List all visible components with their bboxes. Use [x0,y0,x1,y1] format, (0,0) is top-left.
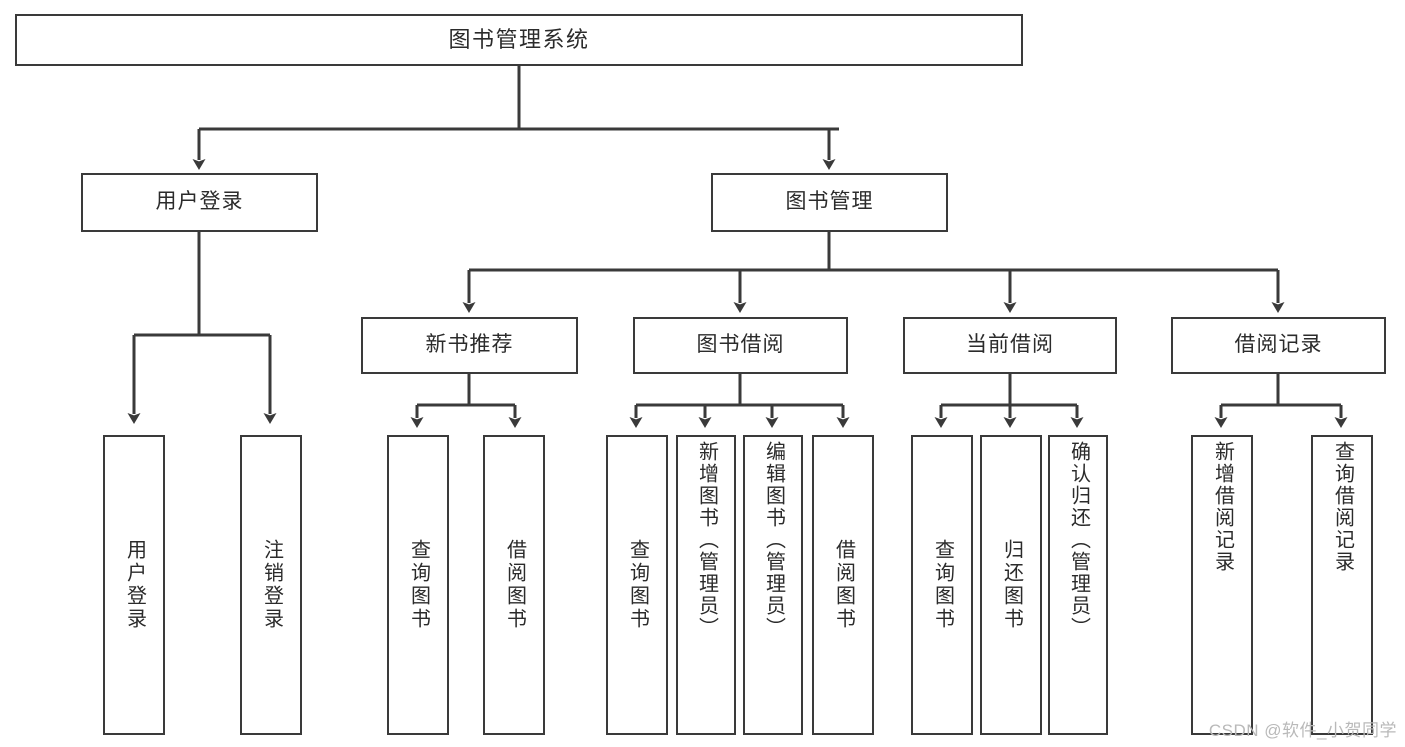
leaf-user-login-login[interactable]: 用户登录 [103,435,165,735]
node-label: 图书管理 [785,190,874,214]
node-label: 用户登录 [123,539,146,631]
leaf-current-borrow-query[interactable]: 查询图书 [911,435,973,735]
node-label: 图书管理系统 [448,27,590,53]
node-user-login[interactable]: 用户登录 [81,173,318,232]
leaf-new-books-borrow[interactable]: 借阅图书 [483,435,545,735]
node-new-book-recommend[interactable]: 新书推荐 [361,317,578,374]
leaf-book-borrow-query[interactable]: 查询图书 [606,435,668,735]
node-root-system[interactable]: 图书管理系统 [15,14,1023,66]
node-label: 查询图书 [626,539,649,631]
node-label: 查询借阅记录 [1331,441,1354,573]
node-borrow-records[interactable]: 借阅记录 [1171,317,1386,374]
node-label: 确认归还（管理员） [1067,441,1090,639]
leaf-book-borrow-edit[interactable]: 编辑图书（管理员） [743,435,803,735]
leaf-book-borrow-borrow[interactable]: 借阅图书 [812,435,874,735]
leaf-borrow-records-query[interactable]: 查询借阅记录 [1311,435,1373,735]
leaf-borrow-records-add[interactable]: 新增借阅记录 [1191,435,1253,735]
leaf-book-borrow-add[interactable]: 新增图书（管理员） [676,435,736,735]
node-label: 新增借阅记录 [1211,441,1234,573]
node-label: 借阅图书 [503,539,526,631]
node-label: 注销登录 [260,539,283,631]
node-label: 图书借阅 [696,333,785,357]
node-label: 查询图书 [931,539,954,631]
node-label: 查询图书 [407,539,430,631]
node-label: 当前借阅 [966,333,1054,357]
node-label: 新增图书（管理员） [695,441,718,639]
node-label: 借阅记录 [1234,333,1323,357]
leaf-user-login-logout[interactable]: 注销登录 [240,435,302,735]
leaf-new-books-query[interactable]: 查询图书 [387,435,449,735]
node-label: 归还图书 [1000,539,1023,631]
node-label: 新书推荐 [425,333,514,357]
node-book-borrow[interactable]: 图书借阅 [633,317,848,374]
node-label: 编辑图书（管理员） [762,441,785,639]
leaf-current-borrow-confirm-return[interactable]: 确认归还（管理员） [1048,435,1108,735]
leaf-current-borrow-return[interactable]: 归还图书 [980,435,1042,735]
node-label: 用户登录 [155,190,244,214]
node-current-borrow[interactable]: 当前借阅 [903,317,1117,374]
node-label: 借阅图书 [832,539,855,631]
csdn-watermark: CSDN @软件_小贺同学 [1208,721,1397,740]
node-book-management[interactable]: 图书管理 [711,173,948,232]
